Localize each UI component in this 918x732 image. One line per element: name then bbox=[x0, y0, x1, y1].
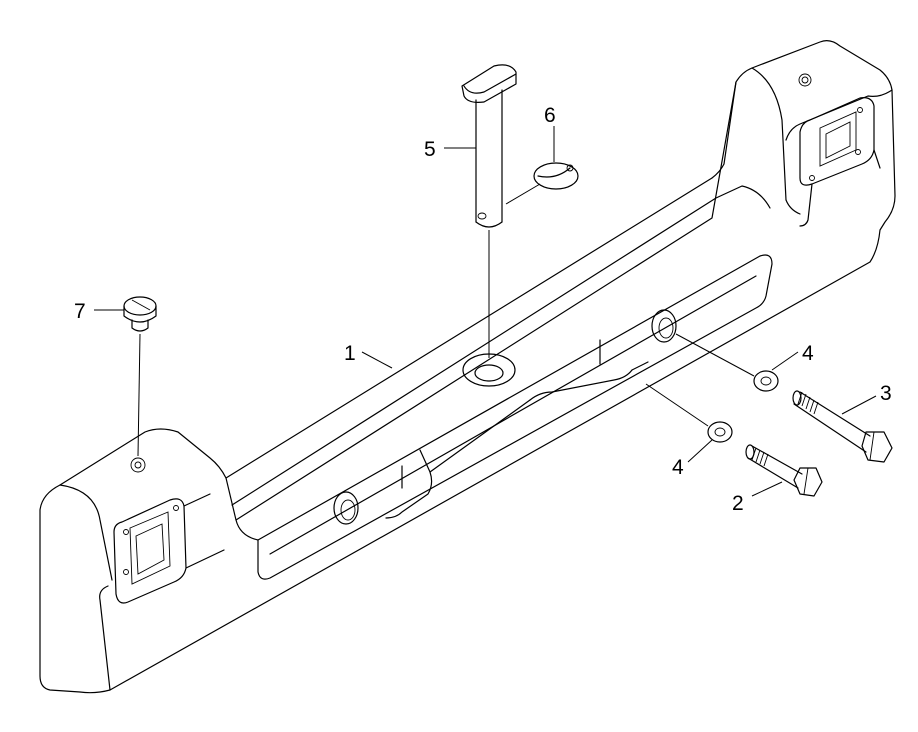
plug-screw bbox=[123, 296, 157, 457]
callout-2: 2 bbox=[732, 492, 744, 515]
leader-4a bbox=[771, 351, 799, 371]
bolt-short bbox=[745, 444, 823, 497]
callout-4a: 4 bbox=[802, 342, 814, 365]
leader-4b bbox=[687, 439, 713, 463]
leader-2 bbox=[751, 481, 783, 497]
callout-6: 6 bbox=[544, 104, 556, 127]
lock-ring bbox=[505, 162, 579, 205]
hitch-pin bbox=[461, 64, 517, 358]
counterweight bbox=[39, 40, 896, 694]
leader-1 bbox=[361, 351, 393, 369]
washer-upper bbox=[753, 370, 779, 392]
leader-3 bbox=[841, 395, 877, 415]
washer-lower bbox=[707, 421, 733, 443]
callout-7: 7 bbox=[74, 300, 86, 323]
callout-4b: 4 bbox=[672, 456, 684, 479]
callout-1: 1 bbox=[344, 342, 356, 365]
bolt-long bbox=[792, 390, 893, 463]
callout-5: 5 bbox=[424, 138, 436, 161]
callout-3: 3 bbox=[880, 382, 892, 405]
